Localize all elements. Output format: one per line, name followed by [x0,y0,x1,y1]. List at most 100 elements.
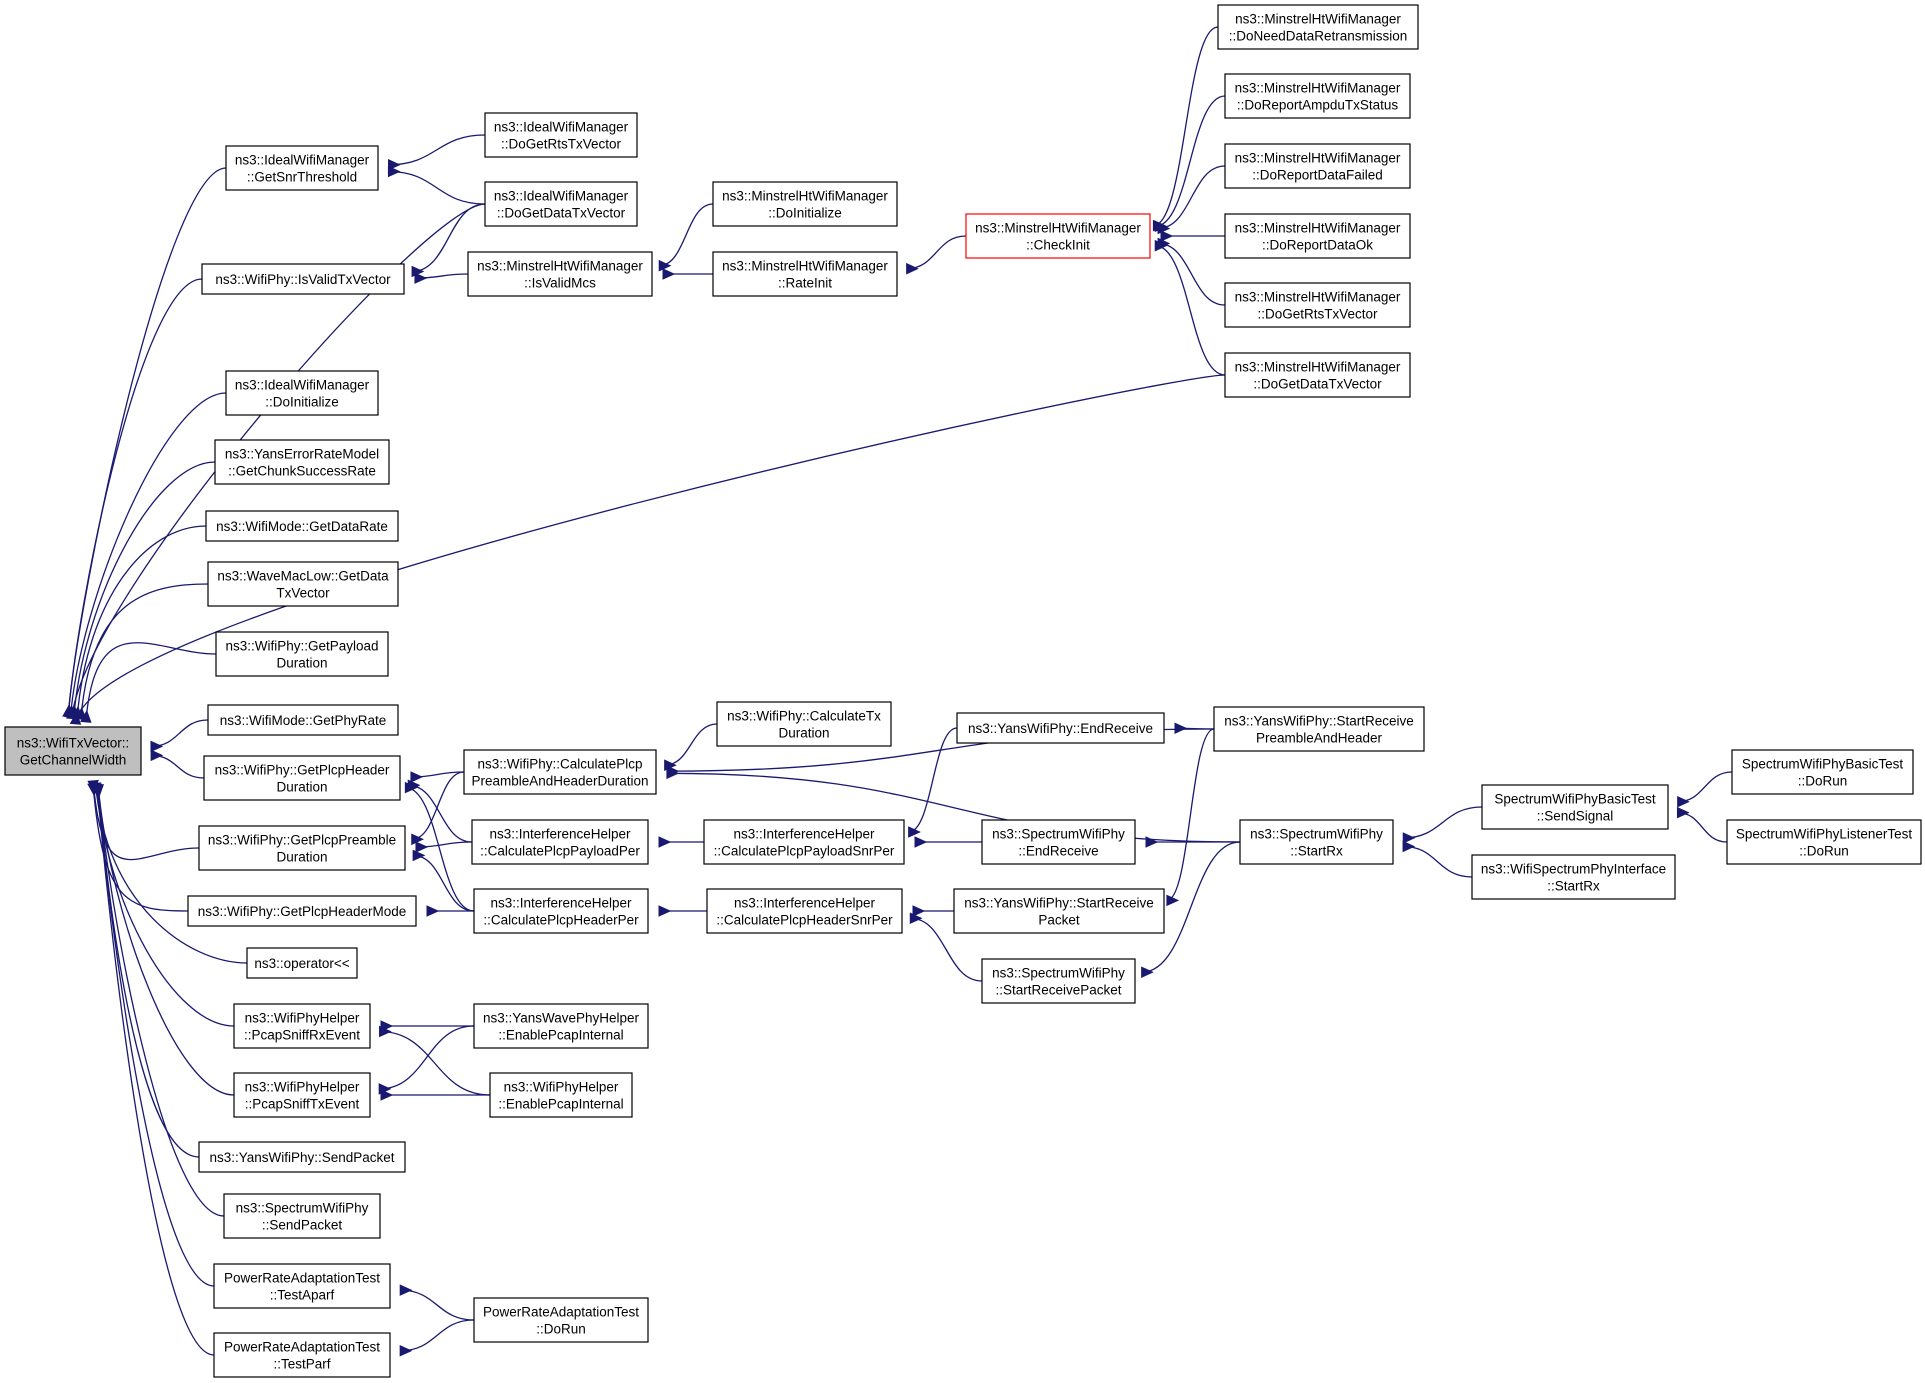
function-node[interactable]: ns3::YansWifiPhy::EndReceive [956,712,1165,744]
function-node[interactable]: ns3::MinstrelHtWifiManager::DoReportAmpd… [1224,73,1411,119]
node-label-line: ::DoRun [1798,774,1848,789]
call-edge-line [97,785,235,1096]
node-label-line: Duration [276,780,327,795]
node-label-line: ::StartRx [1290,844,1343,859]
function-node[interactable]: ns3::YansWavePhyHelper::EnablePcapIntern… [473,1003,649,1049]
root-function-node[interactable]: ns3::WifiTxVector::GetChannelWidth [4,726,142,776]
function-node[interactable]: ns3::MinstrelHtWifiManager::DoGetDataTxV… [1224,352,1411,398]
function-node[interactable]: ns3::InterferenceHelper::CalculatePlcpHe… [706,888,903,934]
call-edge-line [67,167,227,717]
function-node[interactable]: ns3::InterferenceHelper::CalculatePlcpPa… [703,819,905,865]
function-node[interactable]: SpectrumWifiPhyBasicTest::SendSignal [1481,784,1669,830]
node-label-line: ns3::YansWifiPhy::EndReceive [968,721,1153,736]
node-label-line: ns3::WaveMacLow::GetData [217,569,389,584]
function-node[interactable]: ns3::SpectrumWifiPhy::EndReceive [981,819,1136,865]
node-box [1726,819,1922,865]
node-label-line: ::DoGetRtsTxVector [501,137,622,152]
call-edge [1141,841,1241,978]
node-box [1481,784,1669,830]
function-node[interactable]: ns3::SpectrumWifiPhy::StartReceivePacket [981,958,1136,1004]
function-node[interactable]: ns3::MinstrelHtWifiManager::DoReportData… [1224,213,1411,259]
node-label-line: SpectrumWifiPhyBasicTest [1742,757,1904,772]
function-node[interactable]: ns3::YansWifiPhy::StartReceivePreambleAn… [1213,706,1425,752]
function-node[interactable]: ns3::IdealWifiManager::DoInitialize [225,370,379,416]
function-node[interactable]: ns3::MinstrelHtWifiManager::IsValidMcs [467,251,653,297]
function-node[interactable]: SpectrumWifiPhyBasicTest::DoRun [1731,749,1914,795]
node-box [203,755,401,801]
function-node[interactable]: ns3::MinstrelHtWifiManager::DoReportData… [1224,143,1411,189]
call-edge-line [1158,242,1226,306]
function-node[interactable]: ns3::WifiPhy::GetPlcpHeaderMode [187,895,417,927]
function-node[interactable]: SpectrumWifiPhyListenerTest::DoRun [1726,819,1922,865]
function-node[interactable]: ns3::WifiMode::GetPhyRate [207,704,399,736]
node-label-line: ::SendPacket [262,1218,343,1233]
node-label-line: ns3::MinstrelHtWifiManager [1235,360,1401,375]
call-edge-arrowhead [1677,795,1690,808]
function-node[interactable]: ns3::YansWifiPhy::StartReceivePacket [953,888,1165,934]
node-label-line: ns3::SpectrumWifiPhy [992,827,1125,842]
function-node[interactable]: PowerRateAdaptationTest::TestParf [213,1332,391,1378]
function-node[interactable]: ns3::WifiMode::GetDataRate [205,510,399,542]
node-box [703,819,905,865]
node-label-line: ns3::InterferenceHelper [733,827,875,842]
function-node[interactable]: ns3::SpectrumWifiPhy::StartRx [1239,819,1394,865]
function-node[interactable]: ns3::MinstrelHtWifiManager::DoGetRtsTxVe… [1224,282,1411,328]
call-edge [1402,806,1483,844]
node-box [225,370,379,416]
call-edge-line [85,642,217,722]
node-box [484,181,638,227]
function-node[interactable]: ns3::MinstrelHtWifiManager::DoInitialize [712,181,898,227]
function-node[interactable]: ns3::MinstrelHtWifiManager::DoNeedDataRe… [1217,4,1419,50]
function-node[interactable]: ns3::WifiPhy::CalculatePlcpPreambleAndHe… [463,749,657,795]
call-edge [62,167,227,718]
function-node[interactable]: PowerRateAdaptationTest::TestAparf [213,1263,391,1309]
call-edge [658,836,705,848]
call-edge [92,784,200,1158]
node-label-line: ::GetChunkSuccessRate [228,464,376,479]
function-node[interactable]: ns3::operator<< [246,947,358,979]
node-box [467,251,653,297]
function-node[interactable]: ns3::InterferenceHelper::CalculatePlcpHe… [473,888,649,934]
call-edge [906,235,967,275]
function-node[interactable]: ns3::MinstrelHtWifiManager::CheckInit [965,213,1151,259]
node-box [225,145,379,191]
node-label-line: ns3::MinstrelHtWifiManager [1235,290,1401,305]
function-node[interactable]: PowerRateAdaptationTest::DoRun [473,1297,649,1343]
call-edge [662,268,714,280]
function-node[interactable]: ns3::WifiPhy::IsValidTxVector [201,263,405,295]
function-node[interactable]: ns3::WifiPhyHelper::PcapSniffTxEvent [233,1072,371,1118]
node-label-line: ns3::WifiPhy::IsValidTxVector [215,272,391,287]
function-node[interactable]: ns3::InterferenceHelper::CalculatePlcpPa… [471,819,649,865]
function-node[interactable]: ns3::IdealWifiManager::GetSnrThreshold [225,145,379,191]
call-edge-line [67,278,203,717]
function-node[interactable]: ns3::YansErrorRateModel::GetChunkSuccess… [214,439,390,485]
function-node[interactable]: ns3::YansWifiPhy::SendPacket [198,1141,406,1173]
call-edge-line [94,783,248,964]
call-edge-line [388,170,486,205]
node-box [965,213,1151,259]
node-box [1224,143,1411,189]
node-label-line: ::CalculatePlcpHeaderPer [483,913,639,928]
node-label-line: ns3::WifiPhyHelper [245,1011,360,1026]
function-node[interactable]: ns3::WifiSpectrumPhyInterface::StartRx [1471,854,1676,900]
node-label-line: ns3::IdealWifiManager [494,120,629,135]
function-node[interactable]: ns3::IdealWifiManager::DoGetDataTxVector [484,181,638,227]
call-edge-arrowhead [69,711,82,725]
function-node[interactable]: ns3::IdealWifiManager::DoGetRtsTxVector [484,112,638,158]
function-node[interactable]: ns3::MinstrelHtWifiManager::RateInit [712,251,898,297]
node-label-line: Packet [1038,913,1080,928]
node-label-line: ns3::IdealWifiManager [494,189,629,204]
function-node[interactable]: ns3::SpectrumWifiPhy::SendPacket [223,1193,381,1239]
function-node[interactable]: ns3::WifiPhyHelper::EnablePcapInternal [489,1072,633,1118]
function-node[interactable]: ns3::WifiPhyHelper::PcapSniffRxEvent [233,1003,371,1049]
call-edge [71,525,207,719]
node-box [1224,352,1411,398]
function-node[interactable]: ns3::WaveMacLow::GetDataTxVector [207,561,399,607]
node-label-line: ns3::InterferenceHelper [489,827,631,842]
call-edge [1402,840,1473,878]
node-box [213,1263,391,1309]
